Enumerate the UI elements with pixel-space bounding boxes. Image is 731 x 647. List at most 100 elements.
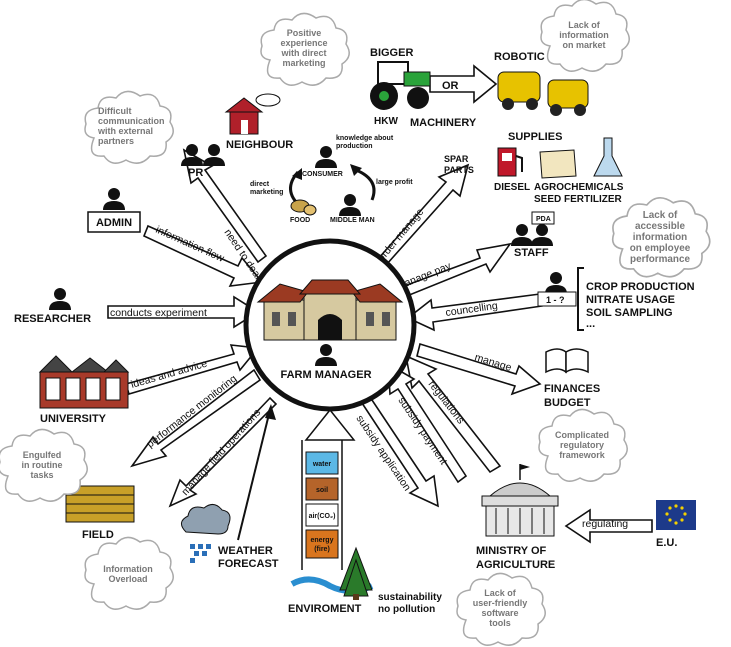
flask-icon: [593, 137, 623, 177]
cloud-lack-market-line-1: Lack of: [568, 20, 601, 30]
label-admin: ADMIN: [96, 217, 132, 229]
cloud-difficult-line-4: partners: [98, 136, 134, 146]
label-consumer: CONSUMER: [302, 171, 343, 178]
crop-group: 1 - ? CROP PRODUCTION NITRATE USAGE SOIL…: [537, 267, 695, 331]
food-icon: [290, 199, 317, 216]
label-parts: PARTS: [444, 165, 474, 175]
cloud-lack-software-line-4: tools: [489, 618, 511, 628]
arrow-order-manage: [368, 163, 470, 276]
pr-person-icon-2: [203, 144, 225, 166]
arrow-middleman-consumer: [355, 168, 376, 201]
farm-building-icon: [256, 279, 404, 341]
cloud-positive-line-1: Positive: [287, 28, 322, 38]
label-finances: FINANCES: [544, 383, 600, 395]
cloud-complicated: Complicated regulatory framework: [538, 408, 628, 482]
cloud-engulfed-line-2: in routine: [22, 460, 63, 470]
cloud-overload-line-1: Information: [103, 564, 153, 574]
arrow-regulating: [564, 508, 653, 544]
cloud-lack-market-line-2: information: [559, 30, 609, 40]
robot-machines-icon: [497, 71, 589, 116]
label-water: water: [312, 461, 332, 468]
label-budget: BUDGET: [544, 397, 591, 409]
label-air: air(CO₂): [309, 513, 336, 520]
admin-person-icon: [103, 188, 125, 210]
label-eu: E.U.: [656, 537, 677, 549]
label-no-pollution: no pollution: [378, 604, 435, 615]
label-order-manage: order manage: [375, 206, 426, 264]
cloud-complicated-line-2: regulatory: [560, 440, 604, 450]
label-large-profit: large profit: [376, 179, 413, 186]
eu-group: E.U.: [656, 500, 696, 549]
researcher-group: RESEARCHER: [14, 288, 91, 325]
cloud-difficult-line-2: communication: [98, 116, 165, 126]
label-staff: STAFF: [514, 247, 549, 259]
arrow-councelling: [406, 293, 543, 332]
cloud-lack-employee-line-5: performance: [630, 254, 690, 265]
label-knowledge-1: knowledge about: [336, 135, 394, 142]
consumer-person-icon: [315, 146, 337, 168]
label-weather: WEATHER: [218, 545, 273, 557]
label-direct-marketing-1: direct: [250, 181, 270, 188]
university-building-icon: [38, 355, 130, 409]
weather-group: WEATHER FORECAST: [181, 504, 279, 570]
cloud-lack-software-line-1: Lack of: [484, 588, 517, 598]
arrow-weather-line: [237, 409, 271, 541]
cloud-lack-software-line-3: software: [481, 608, 518, 618]
label-energy: energy: [311, 537, 334, 544]
cloud-lack-employee-line-4: on employee: [630, 243, 691, 254]
label-neighbour: NEIGHBOUR: [226, 139, 293, 151]
pillar-water: [305, 451, 339, 475]
cloud-engulfed-line-3: tasks: [30, 470, 53, 480]
parliament-icon: [481, 464, 559, 537]
supplies-group: SUPPLIES DIESEL AGROCHEMICALS SEED FERTI…: [444, 131, 624, 205]
label-nitrate-usage: NITRATE USAGE: [586, 294, 675, 306]
arrow-manage-field-operations: [168, 396, 278, 508]
arrow-weather-head: [265, 404, 276, 420]
neighbour-group: NEIGHBOUR PR: [181, 93, 293, 179]
cloud-positive-line-3: with direct: [280, 48, 326, 58]
label-food: FOOD: [290, 217, 310, 224]
label-regulating: regulating: [582, 518, 628, 530]
label-direct-marketing-2: marketing: [250, 189, 283, 196]
staff-person-icon-2: [531, 224, 553, 246]
cloud-difficult-line-3: with external: [97, 126, 153, 136]
label-agriculture: AGRICULTURE: [476, 559, 555, 571]
tractor-icon: [370, 61, 431, 110]
tree-icon: [339, 546, 373, 600]
arrow-or: [429, 64, 498, 104]
arrow-manage: [416, 342, 542, 396]
label-seed-fertilizer: SEED FERTILIZER: [534, 194, 623, 205]
label-knowledge-2: production: [336, 143, 373, 150]
diesel-pump-icon: [497, 147, 523, 177]
label-soil-sampling: SOIL SAMPLING: [586, 307, 673, 319]
arrow-subsidy-application: [358, 392, 439, 508]
arrows-layer: [107, 64, 653, 544]
cloud-positive-line-2: experience: [280, 38, 327, 48]
researcher-person-icon: [49, 288, 71, 310]
label-conducts-experiment: conducts experiment: [110, 307, 207, 319]
cloud-lack-market: Lack of information on market: [540, 0, 630, 72]
staff-group: PDA STAFF: [511, 211, 555, 259]
arrow-middleman-consumer-head: [350, 164, 362, 176]
label-spar: SPAR: [444, 154, 469, 164]
label-machinery: MACHINERY: [410, 117, 477, 129]
machinery-group: BIGGER HKW ROBOTIC MACHINERY: [370, 47, 589, 129]
cloud-rain-icon: [181, 504, 231, 563]
farm-manager-node: FARM MANAGER: [243, 238, 417, 412]
arrow-regulations: [404, 354, 502, 474]
cloud-complicated-line-1: Complicated: [555, 430, 609, 440]
cloud-lack-employee-line-1: Lack of: [643, 210, 678, 221]
cloud-lack-employee-line-3: information: [633, 232, 687, 243]
pillar-energy: [305, 529, 339, 559]
eu-stars: [665, 504, 687, 525]
cloud-positive-line-4: marketing: [282, 58, 325, 68]
label-field: FIELD: [82, 529, 114, 541]
staff-person-icon-1: [511, 224, 533, 246]
cloud-difficult: Difficult communication with external pa…: [84, 90, 174, 164]
pillar-air: [305, 503, 339, 527]
label-diesel: DIESEL: [494, 182, 530, 193]
label-supplies: SUPPLIES: [508, 131, 562, 143]
label-ministry-of: MINISTRY OF: [476, 545, 547, 557]
label-sustainability: sustainability: [378, 592, 442, 603]
